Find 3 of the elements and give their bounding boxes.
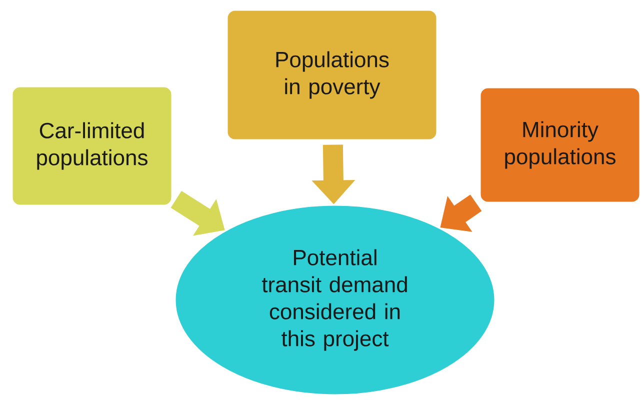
rounded-box: Car-limited populations — [11, 86, 173, 206]
rounded-box: Populations in poverty — [226, 9, 438, 141]
rounded-box: Minority populations — [479, 86, 641, 204]
